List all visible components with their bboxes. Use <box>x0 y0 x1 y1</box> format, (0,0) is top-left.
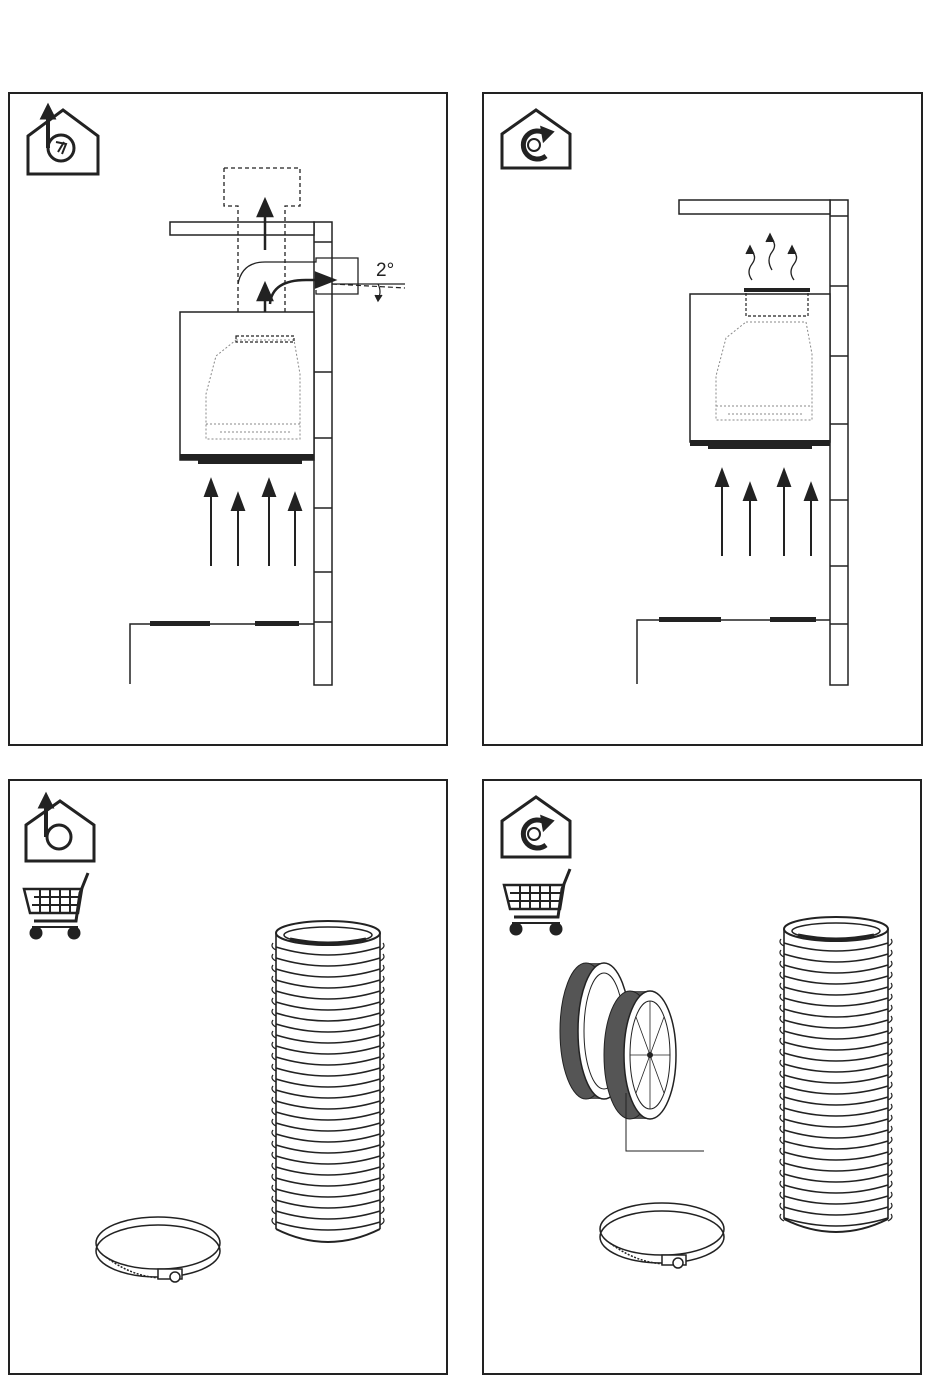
flexible-duct <box>780 917 892 1232</box>
slope-indicator <box>332 284 405 301</box>
worktop-with-hob <box>637 617 830 684</box>
ducted-accessories-panel <box>8 779 448 1375</box>
recirculation-accessories-diagram <box>484 781 924 1377</box>
recirculation-accessories-panel <box>482 779 922 1375</box>
slope-angle-label: 2° <box>376 260 394 281</box>
ducted-installation-panel: 2° <box>8 92 448 746</box>
house-recirculation-icon <box>502 110 570 168</box>
carbon-filter-front <box>604 991 676 1119</box>
house-recirculation-icon <box>502 797 570 857</box>
cooker-hood <box>180 312 314 464</box>
cooker-hood <box>690 288 830 449</box>
worktop-with-hob <box>130 621 314 684</box>
shopping-cart-icon <box>24 873 88 938</box>
recirculation-installation-panel <box>482 92 923 746</box>
ducted-accessories-diagram <box>10 781 450 1377</box>
carbon-filters <box>560 963 704 1151</box>
ducted-installation-diagram: 2° <box>10 94 450 748</box>
flexible-duct <box>272 921 384 1242</box>
recirculation-installation-diagram <box>484 94 925 748</box>
hose-clamp <box>600 1203 724 1268</box>
purified-air-arrows <box>746 234 797 280</box>
hose-clamp <box>96 1217 220 1282</box>
shopping-cart-icon <box>504 869 570 934</box>
horizontal-duct-outline <box>238 258 358 294</box>
air-flow-arrows <box>205 480 301 566</box>
ceiling-shelf <box>170 222 314 235</box>
house-extraction-icon <box>26 795 94 861</box>
ceiling-shelf <box>679 200 830 214</box>
air-flow-arrows <box>716 470 817 556</box>
wall <box>830 200 848 685</box>
house-extraction-icon <box>28 106 98 174</box>
wall <box>314 222 332 685</box>
